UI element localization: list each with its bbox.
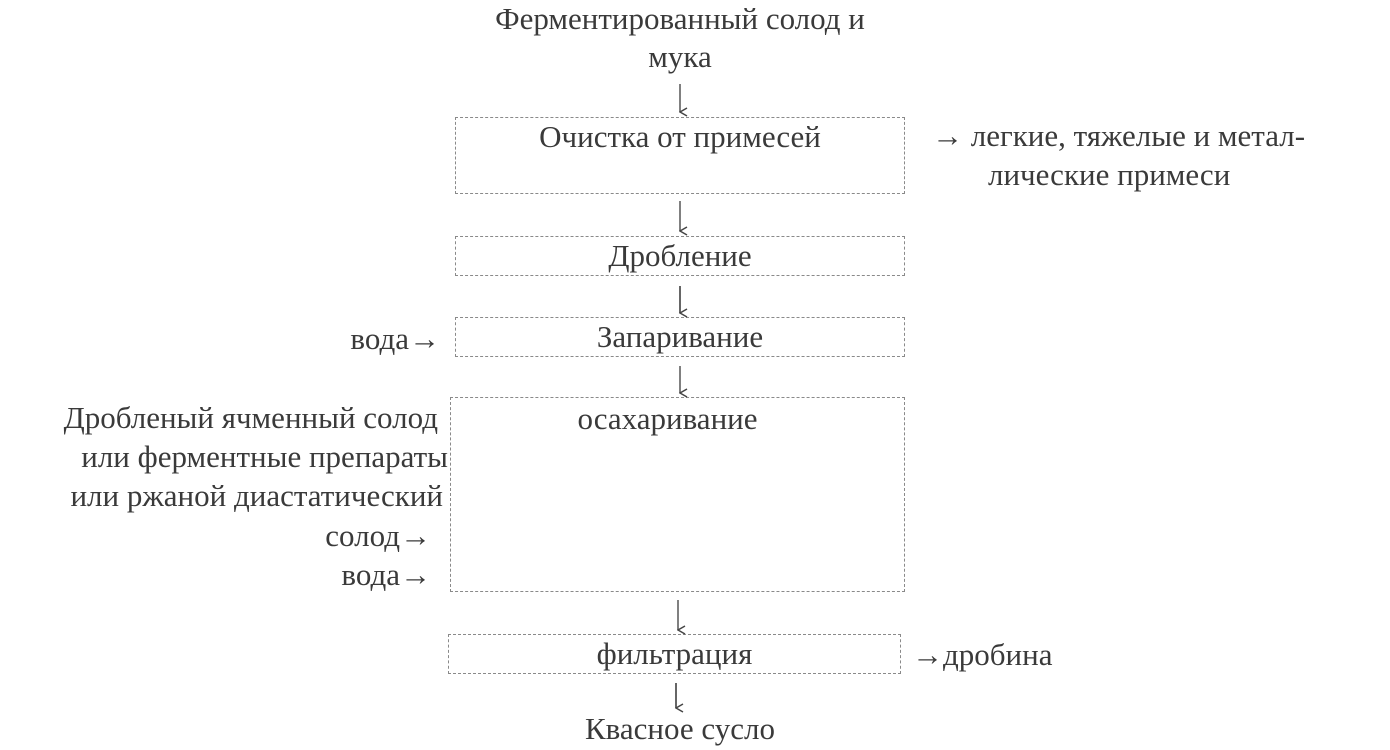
side-input-water-1: вода→ — [350, 321, 440, 356]
side-input-malt-line4: солод→ — [325, 518, 431, 553]
side-input-malt-line3: или ржаной диастатический — [70, 478, 443, 513]
side-input-malt-line1: Дробленый ячменный солод — [63, 400, 438, 435]
output-impurities-line1: → легкие, тяжелые и метал- — [932, 118, 1306, 153]
side-input-malt-line2: или ферментные препараты — [81, 439, 448, 474]
input-label-line1: Ферментированный солод и — [495, 1, 865, 36]
step-box-cleaning: Очистка от примесей — [455, 117, 905, 194]
step-label-steaming: Запаривание — [596, 319, 764, 354]
step-label-crushing: Дробление — [608, 238, 752, 273]
step-label-cleaning: Очистка от примесей — [539, 119, 821, 154]
step-box-saccharification: осахаривание — [450, 397, 905, 592]
side-input-water-2: вода→ — [341, 557, 431, 592]
input-label-line2: мука — [648, 39, 712, 74]
step-label-saccharification: осахаривание — [577, 401, 758, 436]
final-product: Квасное сусло — [585, 711, 775, 746]
step-box-filtration: фильтрация — [448, 634, 901, 674]
step-box-crushing: Дробление — [455, 236, 905, 276]
output-spent-grain: →дробина — [912, 637, 1053, 672]
output-impurities-line2: лические примеси — [988, 157, 1231, 192]
step-label-filtration: фильтрация — [596, 636, 753, 671]
